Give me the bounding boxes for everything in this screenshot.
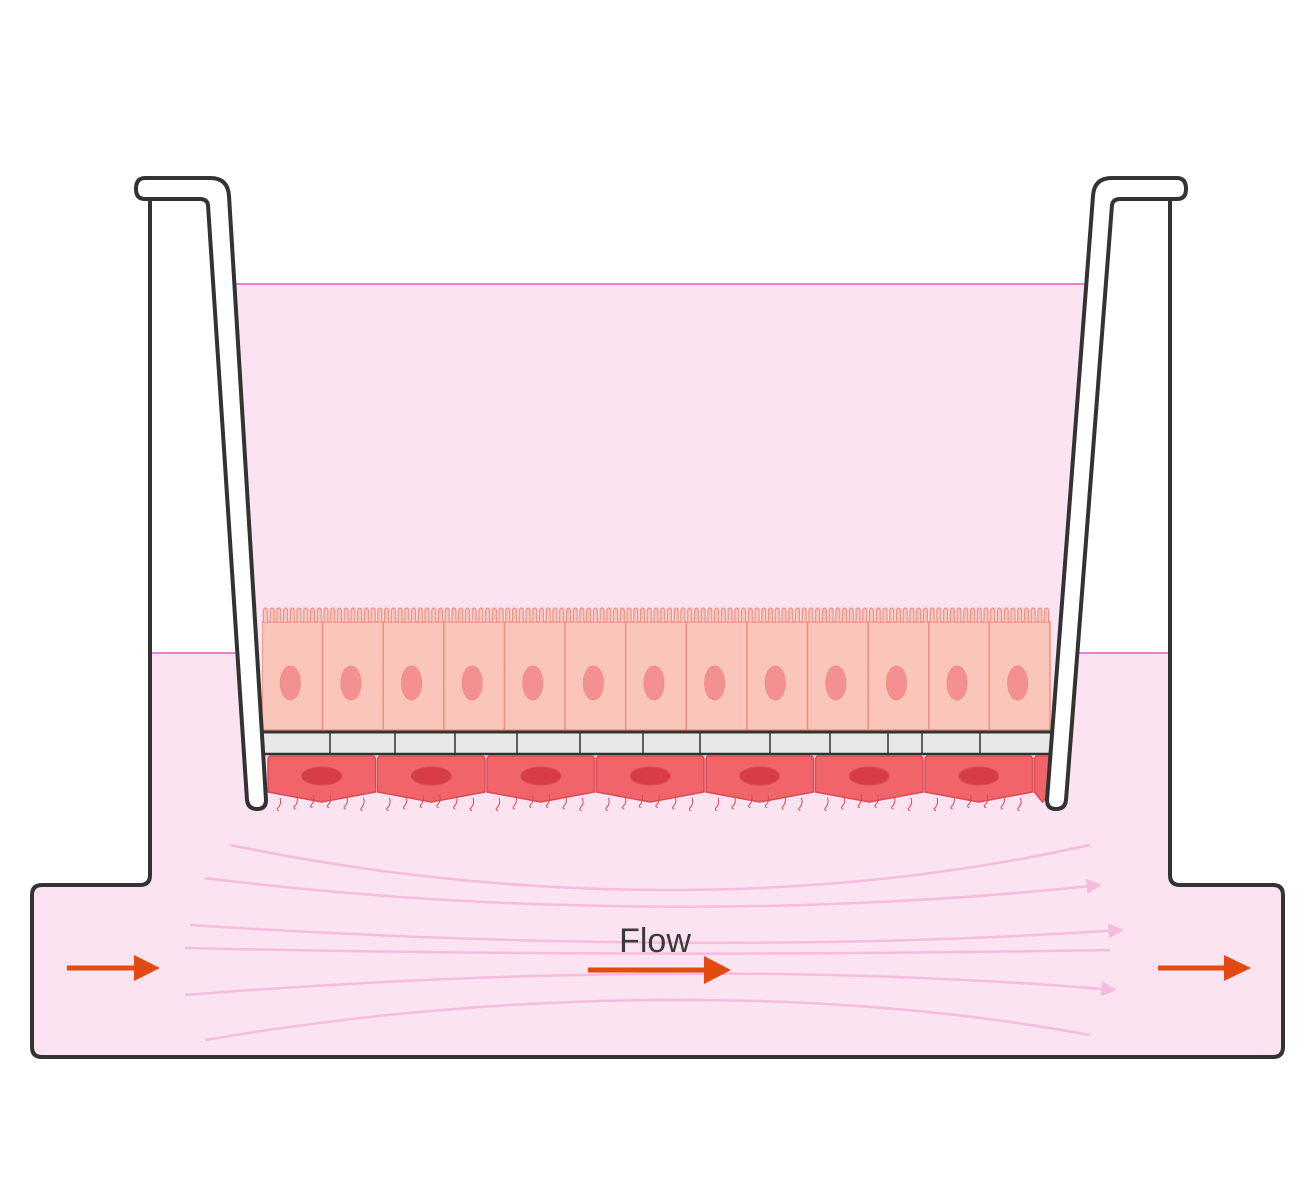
apical-cell-layer <box>262 607 1051 731</box>
apical-cell <box>746 607 809 731</box>
basal-cell <box>814 755 924 812</box>
basal-nucleus <box>958 766 1000 786</box>
apical-cell <box>624 607 688 731</box>
streamline <box>229 843 1091 892</box>
basal-nucleus <box>301 766 343 786</box>
apical-cell <box>928 607 991 731</box>
apical-cell <box>867 607 930 731</box>
flow-label: Flow <box>619 922 691 960</box>
streamline <box>189 923 1124 944</box>
apical-nucleus <box>401 665 423 701</box>
insert-left-wall <box>134 176 268 811</box>
basal-cell-layer <box>267 755 1052 812</box>
insert-right-wall <box>1045 176 1188 811</box>
apical-nucleus <box>825 665 847 701</box>
streamline <box>184 946 1111 955</box>
flow-arrow-center <box>588 956 731 984</box>
apical-cell <box>382 607 445 731</box>
apical-cell <box>806 607 869 731</box>
apical-nucleus <box>704 665 726 701</box>
apical-nucleus <box>582 665 604 701</box>
streamline <box>204 876 1102 908</box>
basal-cell <box>267 755 377 812</box>
apical-nucleus <box>340 665 362 701</box>
basal-nucleus <box>848 766 890 786</box>
apical-cell <box>564 607 627 731</box>
flow-arrow-outlet <box>1158 955 1251 981</box>
apical-nucleus <box>946 665 968 701</box>
apical-nucleus <box>885 665 907 701</box>
apical-nucleus <box>522 665 544 701</box>
apical-cell <box>503 607 566 731</box>
basal-nucleus <box>520 766 562 786</box>
streamline <box>184 972 1117 997</box>
apical-nucleus <box>279 665 301 701</box>
apical-cell <box>443 607 506 731</box>
apical-nucleus <box>1007 665 1029 701</box>
basal-nucleus <box>629 766 671 786</box>
basal-cell <box>924 755 1034 812</box>
basal-cell <box>705 755 815 812</box>
basal-cell <box>376 755 486 812</box>
apical-cell <box>988 607 1051 731</box>
basal-nucleus <box>410 766 452 786</box>
apical-cell <box>321 607 384 731</box>
streamline <box>204 998 1091 1042</box>
apical-nucleus <box>764 665 786 701</box>
apical-nucleus <box>461 665 483 701</box>
flow-streamlines <box>184 843 1124 1042</box>
porous-membrane <box>260 730 1054 756</box>
apical-cell <box>262 607 324 731</box>
flow-arrow-inlet <box>67 955 160 981</box>
apical-nucleus <box>643 665 665 701</box>
outer-chamber-outline <box>30 200 1285 1059</box>
basal-cell <box>595 755 705 812</box>
apical-cell <box>685 607 748 731</box>
basal-cell <box>486 755 596 812</box>
basal-nucleus <box>739 766 781 786</box>
